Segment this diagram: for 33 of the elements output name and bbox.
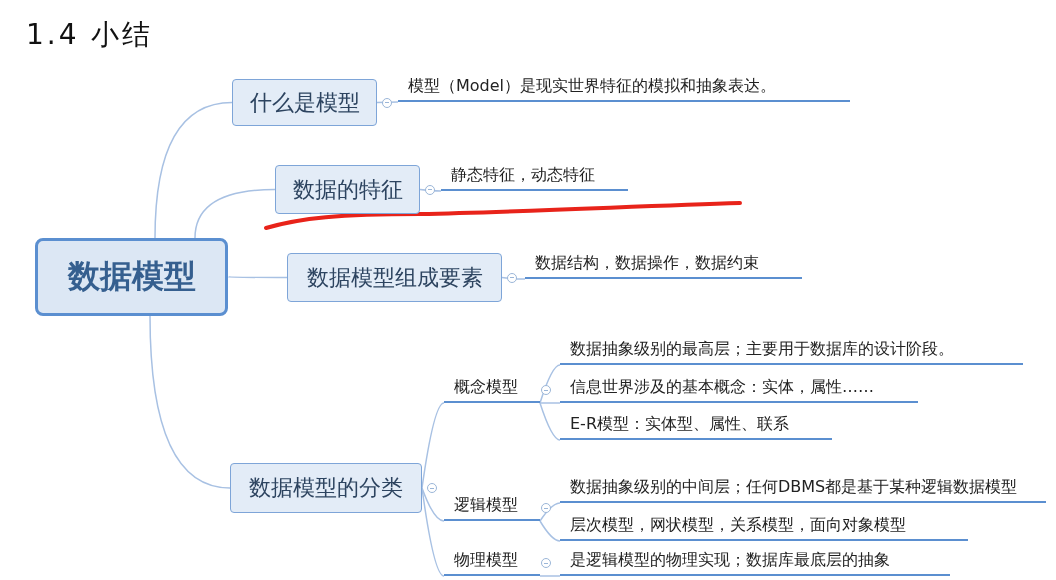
topic-text: 数据结构，数据操作，数据约束 [525, 249, 802, 279]
branch-connector [539, 502, 561, 522]
topic-box: 数据模型组成要素 [287, 253, 502, 302]
branch-connector [539, 575, 561, 577]
topic-box: 数据的特征 [275, 165, 420, 214]
topic-text: 概念模型 [444, 373, 540, 403]
topic-text: 物理模型 [444, 546, 540, 576]
branch-connector [419, 188, 442, 192]
branch-connector [194, 188, 276, 239]
branch-connector [149, 315, 231, 489]
branch-connector [539, 520, 561, 542]
branch-connector [421, 487, 445, 522]
topic-text: 是逻辑模型的物理实现；数据库最底层的抽象 [560, 546, 950, 576]
topic-text: 模型（Model）是现实世界特征的模拟和抽象表达。 [398, 72, 850, 102]
branch-connector [539, 364, 561, 404]
topic-box: 数据模型的分类 [230, 463, 422, 513]
topic-text: 层次模型，网状模型，关系模型，面向对象模型 [560, 511, 968, 541]
topic-text: 数据抽象级别的中间层；任何DBMS都是基于某种逻辑数据模型 [560, 446, 1046, 503]
branch-connector [376, 101, 399, 104]
topic-text: 数据抽象级别的最高层；主要用于数据库的设计阶段。 [560, 335, 1023, 365]
topic-text: 静态特征，动态特征 [441, 161, 628, 191]
topic-text: 信息世界涉及的基本概念：实体，属性…… [560, 373, 918, 403]
topic-box: 数据模型 [35, 238, 228, 316]
topic-text: E-R模型：实体型、属性、联系 [560, 410, 832, 440]
branch-connector [227, 276, 288, 279]
slide-title: 1.4 小结 [26, 17, 154, 53]
topic-text: 逻辑模型 [444, 491, 540, 521]
branch-connector [501, 276, 526, 280]
branch-connector [539, 402, 561, 404]
branch-connector [539, 402, 561, 441]
branch-connector [154, 101, 233, 239]
topic-box: 什么是模型 [232, 79, 377, 126]
branch-connector [421, 402, 445, 489]
